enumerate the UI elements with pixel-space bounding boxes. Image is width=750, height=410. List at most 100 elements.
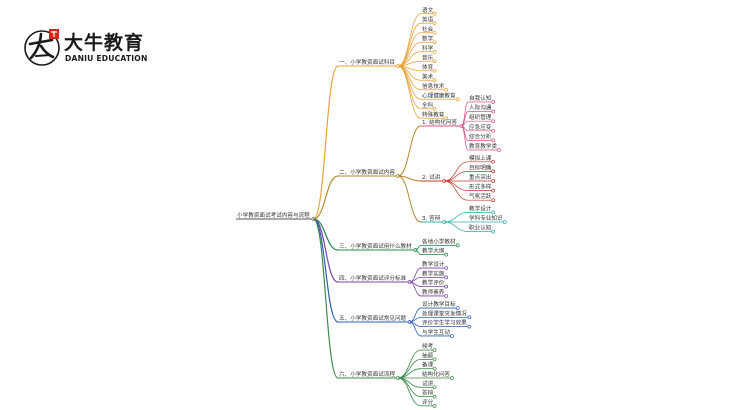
branch-node-2: 二、小学教资面试内容 [339,168,395,176]
leaf-node-6-6-knob [432,394,437,399]
sub-leaf-link-2-2 [444,171,469,182]
leaf-node-5-1: 设计教学目标 [422,300,456,308]
leaf-node-1-8-knob [432,78,437,83]
sub-leaf-node-2-3-knob [491,179,496,183]
sub-leaf-link-2-1 [444,161,469,182]
leaf-node-4-3-knob [444,284,449,289]
leaf-node-3-2-knob [444,252,449,257]
leaf-node-6-4: 结构化问答 [422,370,450,378]
sub-leaf-node-1-6-knob [497,148,501,152]
leaf-node-6-3: 备课 [422,361,434,369]
leaf-node-1-2: 英语 [422,15,434,23]
leaf-node-5-2-knob [467,315,472,320]
leaf-node-1-10: 心理健康教育 [422,91,456,99]
sub-leaf-link-2-4 [444,180,469,191]
leaf-node-4-2-knob [444,275,449,280]
sub-leaf-node-1-3-knob [491,119,496,124]
leaf-node-5-3-knob [467,324,472,329]
leaf-link-1-10 [397,65,422,100]
leaf-node-4-1: 教学设计 [422,260,445,268]
leaf-node-6-2: 抽题 [422,351,434,359]
branch-node-3: 三、小学教资面试用什么教材 [339,242,412,250]
sub-leaf-node-2-4: 形式多样 [469,183,492,191]
sub-leaf-node-3-2-knob [502,220,507,224]
leaf-link-1-12 [397,65,422,119]
branch-node-1: 一、小学教资面试科目 [339,58,395,66]
leaf-node-1-4: 数学 [422,34,434,42]
leaf-node-5-4: 与学生互动 [422,328,450,336]
branch-link-6 [312,218,339,379]
leaf-node-4-2: 教学实施 [422,269,445,277]
brand-name-en: DANIU EDUCATION [65,54,148,63]
leaf-node-1-8: 美术 [422,72,434,80]
sub-leaf-node-2-5-knob [491,198,496,203]
leaf-node-1-9: 信息技术 [422,82,445,90]
sub-leaf-node-2-5: 气氛活跃 [469,192,492,200]
leaf-node-1-3-knob [432,30,437,35]
leaf-link-6-6 [397,377,422,397]
leaf-link-6-2 [397,359,422,379]
leaf-node-6-7: 评分 [422,398,434,406]
leaf-node-6-4-knob [450,376,454,380]
sub-leaf-node-1-6: 教育教学类 [469,142,497,150]
leaf-node-4-1-knob [444,266,449,270]
sub-leaf-node-2-1-knob [491,159,496,164]
leaf-node-1-3: 社会 [422,25,434,33]
leaf-node-1-1-knob [432,11,437,16]
leaf-node-1-2-knob [432,21,437,26]
leaf-node-1-4-knob [432,40,437,45]
sub-leaf-link-3-3 [444,221,469,232]
leaf-node-1-6: 音乐 [422,53,434,61]
sub-leaf-link-2-5 [444,180,469,201]
branch-link-1 [312,65,339,220]
leaf-node-1-12-knob [444,116,449,121]
leaf-node-5-4-knob [450,334,454,338]
sub-leaf-node-1-1: 自我认知 [469,94,492,102]
sub-leaf-node-2-2: 目标明确 [469,163,492,171]
sub-leaf-link-3-1 [444,212,469,223]
branch-link-2 [313,175,339,220]
leaf-node-1-7: 体育 [422,63,434,71]
leaf-node-6-7-knob [432,404,437,408]
sub-leaf-node-3-2: 学科专业知识 [469,214,503,222]
leaf-node-4-3: 教学评价 [422,279,445,287]
leaf-node-1-5-knob [432,49,437,54]
leaf-node-5-3: 评价学生学习效果 [422,319,467,327]
leaf-link-6-1 [397,349,422,379]
sub-link-2 [397,175,422,182]
sub-leaf-node-3-1: 教学设计 [469,204,492,212]
sub-leaf-node-1-2-knob [491,109,496,114]
leaf-node-6-1-knob [432,348,437,352]
sub-leaf-node-2-3: 重点突出 [469,173,491,181]
sub-node-1: 1. 结构化问答 [422,118,457,126]
sub-link-3 [397,175,422,223]
leaf-node-3-2: 教学大纲 [422,247,445,255]
leaf-node-1-6-knob [432,59,437,64]
leaf-node-6-3-knob [432,366,437,371]
leaf-node-1-12: 特殊教育 [422,110,445,118]
leaf-link-1-2 [397,22,422,67]
sub-node-3: 3. 答辩 [422,214,441,222]
daniu-logo-icon [24,29,60,66]
sub-leaf-link-1-6 [461,125,469,151]
sub-leaf-node-3-1-knob [491,210,496,215]
sub-leaf-link-1-1 [461,101,469,127]
leaf-node-6-2-knob [432,357,437,362]
sub-link-1 [397,125,422,177]
sub-leaf-node-2-2-knob [491,169,496,174]
sub-leaf-node-1-5: 综合分析 [469,132,492,140]
leaf-link-6-7 [397,377,422,407]
leaf-node-6-1: 候考 [422,342,434,350]
leaf-node-5-1-knob [455,306,460,310]
leaf-node-1-11-knob [432,106,437,111]
leaf-node-1-10-knob [455,97,460,102]
root-node: 小学教资面试考试内容与流程 [237,211,310,219]
branch-link-4 [313,218,339,283]
brand-name-cn: 大牛教育 [64,32,145,54]
leaf-node-4-4-knob [444,294,449,298]
leaf-node-1-9-knob [444,87,449,92]
leaf-node-1-11: 全科 [422,101,434,109]
leaf-link-5-4 [409,321,422,337]
